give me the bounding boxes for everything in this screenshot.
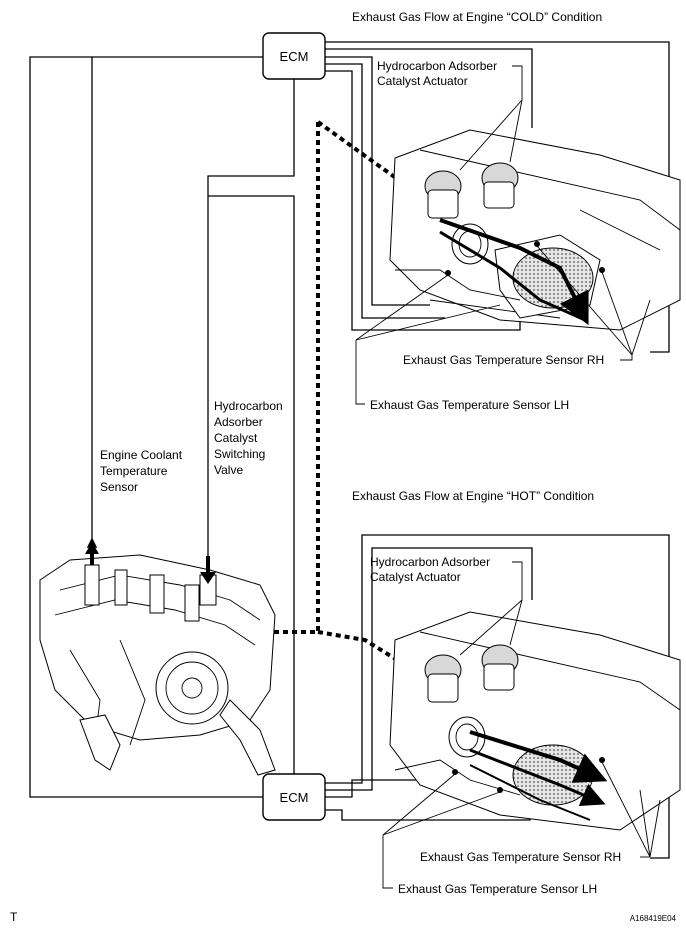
coolant-line2: Temperature: [100, 464, 168, 478]
switching-valve-label: Hydrocarbon Adsorber Catalyst Switching …: [214, 399, 283, 477]
figure-code: A168419E04: [630, 914, 677, 923]
actuator-cold-line1: Hydrocarbon Adsorber: [377, 59, 497, 73]
ecm-top: ECM: [262, 32, 326, 80]
sensor-lh-cold: Exhaust Gas Temperature Sensor LH: [370, 398, 569, 412]
valve-line1: Hydrocarbon: [214, 399, 283, 413]
cold-condition-title: Exhaust Gas Flow at Engine “COLD” Condit…: [352, 10, 602, 24]
actuator-label-hot: Hydrocarbon Adsorber Catalyst Actuator: [370, 555, 523, 656]
valve-line3: Catalyst: [214, 431, 258, 445]
actuator-hot-line2: Catalyst Actuator: [370, 570, 461, 584]
exhaust-assembly-bottom: [389, 611, 681, 831]
engine-illustration: [39, 554, 276, 776]
sensor-labels-hot: Exhaust Gas Temperature Sensor RH Exhaus…: [382, 761, 661, 896]
footer-left: T: [10, 910, 18, 924]
actuator-label-cold: Hydrocarbon Adsorber Catalyst Actuator: [377, 59, 523, 171]
coolant-sensor-label: Engine Coolant Temperature Sensor: [100, 448, 183, 494]
valve-line4: Switching: [214, 447, 265, 461]
valve-line5: Valve: [214, 463, 243, 477]
actuator-hot-line1: Hydrocarbon Adsorber: [370, 555, 490, 569]
ecm-top-label: ECM: [280, 49, 309, 64]
coolant-line1: Engine Coolant: [100, 448, 183, 462]
ecm-bottom-label: ECM: [280, 790, 309, 805]
sensor-labels-cold: Exhaust Gas Temperature Sensor RH Exhaus…: [355, 245, 651, 412]
switching-valve-arrow: [200, 556, 216, 584]
sensor-rh-cold: Exhaust Gas Temperature Sensor RH: [403, 353, 604, 367]
sensor-rh-hot: Exhaust Gas Temperature Sensor RH: [420, 850, 621, 864]
actuator-cold-line2: Catalyst Actuator: [377, 74, 468, 88]
coolant-sensor-arrow: [85, 542, 99, 565]
engine-wiring: [29, 56, 295, 798]
valve-line2: Adsorber: [214, 415, 263, 429]
exhaust-assembly-top: [389, 129, 681, 331]
coolant-line3: Sensor: [100, 480, 138, 494]
hot-condition-title: Exhaust Gas Flow at Engine “HOT” Conditi…: [352, 489, 594, 503]
ecm-bottom: ECM: [262, 773, 326, 821]
sensor-lh-hot: Exhaust Gas Temperature Sensor LH: [398, 882, 597, 896]
